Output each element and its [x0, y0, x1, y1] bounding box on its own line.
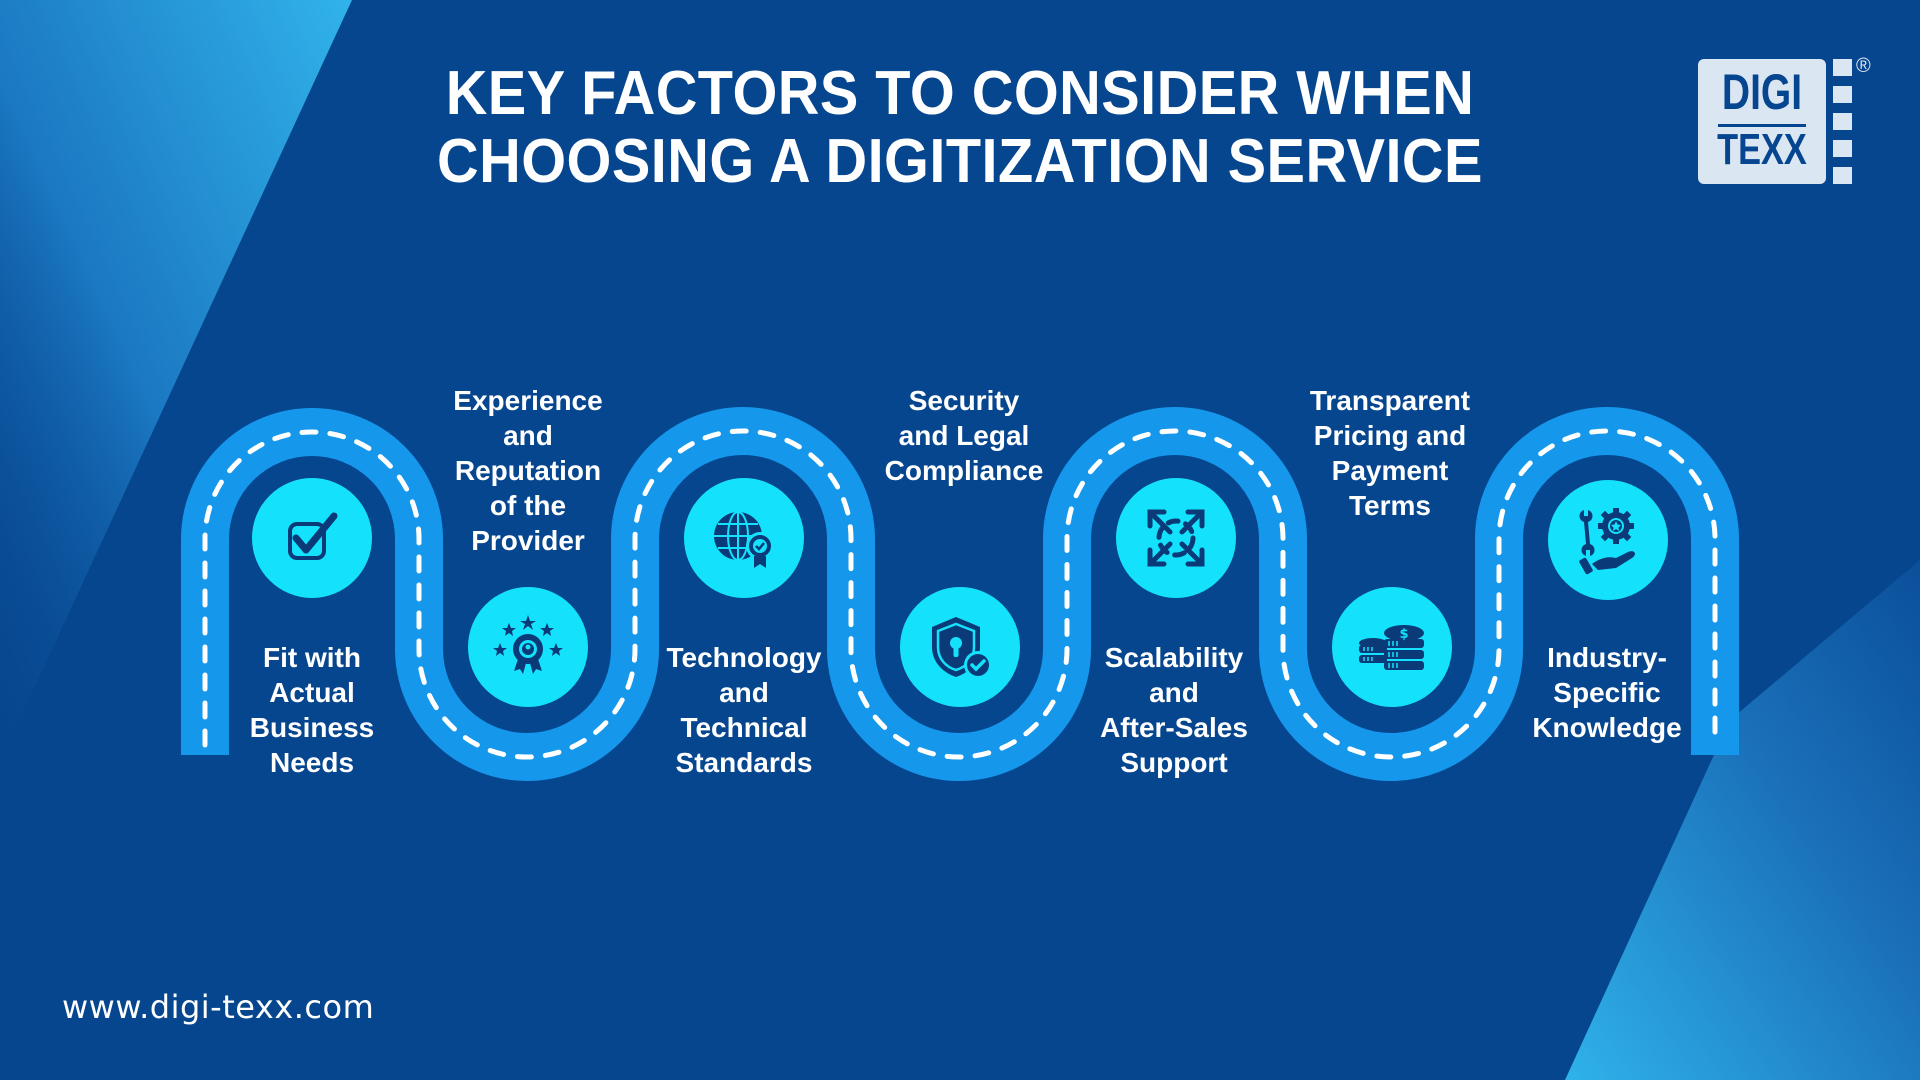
step-1-label: Fit with Actual Business Needs: [249, 642, 375, 778]
page-title: KEY FACTORS TO CONSIDER WHEN CHOOSING A …: [67, 60, 1853, 196]
checkbox-icon: [288, 512, 338, 560]
digitexx-logo: DIGI TEXX: [1698, 59, 1826, 184]
tools-gear-hand-icon: [1579, 508, 1635, 575]
step-1-icon-circle: [252, 478, 372, 598]
step-5-label: Scalability and After-Sales Support: [1100, 642, 1248, 778]
step-2-icon-circle: [468, 587, 588, 707]
logo-film-square: [1833, 140, 1852, 157]
logo-film-square: [1833, 86, 1852, 103]
logo-film-square: [1833, 113, 1852, 130]
step-5-icon-circle: [1116, 478, 1236, 598]
expand-arrows-icon: [1147, 509, 1205, 567]
svg-text:$: $: [1399, 627, 1408, 642]
registered-mark: ®: [1856, 55, 1871, 77]
website-link[interactable]: www.digi-texx.com: [62, 988, 375, 1026]
top-left-wedge: [0, 0, 352, 762]
step-6-label: Transparent Pricing and Payment Terms: [1309, 385, 1471, 521]
step-3-label: Technology and Technical Standards: [666, 642, 822, 778]
logo-film-square: [1833, 167, 1852, 184]
step-4-icon-circle: [900, 587, 1020, 707]
step-4-label: Security and Legal Compliance: [884, 385, 1044, 486]
step-7-icon-circle: [1548, 480, 1668, 600]
award-badge-icon: [493, 615, 563, 674]
logo-divider: [1718, 124, 1806, 127]
step-2-label: Experience and Reputation of the Provide…: [453, 385, 603, 556]
step-7-label: Industry- Specific Knowledge: [1532, 642, 1682, 743]
bottom-right-wedge: [1565, 560, 1920, 1080]
title-line-2: CHOOSING A DIGITIZATION SERVICE: [437, 127, 1483, 196]
shield-lock-icon: [932, 617, 992, 679]
globe-certified-icon: [714, 511, 774, 568]
logo-text-texx: TEXX: [1717, 125, 1807, 174]
step-6-icon-circle: $: [1332, 587, 1452, 707]
coins-dollar-icon: $: [1359, 625, 1424, 670]
logo-text-digi: DIGI: [1721, 64, 1803, 120]
step-3-icon-circle: [684, 478, 804, 598]
logo-film-square: [1833, 59, 1852, 76]
road-center-dashes: [202, 428, 1718, 760]
title-line-1: KEY FACTORS TO CONSIDER WHEN: [445, 59, 1475, 128]
